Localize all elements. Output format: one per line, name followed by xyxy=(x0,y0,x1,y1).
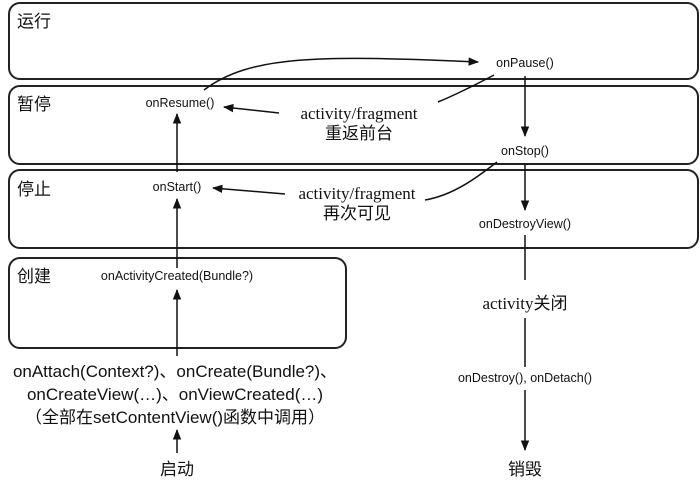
terminal-destroyed: 销毁 xyxy=(508,460,542,480)
note-visible-again: activity/fragment 再次可见 xyxy=(298,183,415,225)
note-back-to-foreground-line2: 重返前台 xyxy=(324,124,393,144)
arrow-foreground-to-resume xyxy=(222,103,280,114)
note-back-to-foreground: activity/fragment 重返前台 xyxy=(300,103,417,145)
line-stop-to-visible-note xyxy=(424,161,498,201)
state-label-running: 运行 xyxy=(17,12,51,32)
creation-line-1: onAttach(Context?)、onCreate(Bundle?)、 xyxy=(12,362,338,381)
note-back-to-foreground-line1: activity/fragment xyxy=(300,104,418,123)
arrow-visible-to-start xyxy=(211,184,286,195)
method-on-destroy-view: onDestroyView() xyxy=(476,217,574,232)
note-visible-again-line1: activity/fragment xyxy=(298,184,416,203)
state-label-created: 创建 xyxy=(17,267,51,287)
method-on-stop: onStop() xyxy=(499,144,551,159)
state-label-paused: 暂停 xyxy=(17,95,51,115)
note-activity-closed: activity关闭 xyxy=(482,287,568,316)
arrow-resume-to-pause xyxy=(203,57,480,91)
creation-line-2: onCreateView(…)、onViewCreated(…) xyxy=(26,385,324,404)
method-on-activity-created: onActivityCreated(Bundle?) xyxy=(98,269,256,284)
method-on-resume: onResume() xyxy=(143,96,217,111)
terminal-launch: 启动 xyxy=(160,460,194,480)
state-box-paused xyxy=(8,85,699,165)
method-on-pause: onPause() xyxy=(494,56,556,71)
line-pause-to-foreground-note xyxy=(437,74,495,103)
state-box-running xyxy=(8,2,699,80)
method-on-destroy-detach: onDestroy(), onDetach() xyxy=(455,369,595,387)
note-visible-again-line2: 再次可见 xyxy=(322,204,391,224)
creation-callbacks: onAttach(Context?)、onCreate(Bundle?)、 on… xyxy=(12,360,338,429)
state-label-stopped: 停止 xyxy=(17,180,51,200)
method-on-start: onStart() xyxy=(150,180,204,195)
creation-line-3: （全部在setContentView()函数中调用） xyxy=(24,408,326,427)
state-box-stopped xyxy=(8,169,699,249)
